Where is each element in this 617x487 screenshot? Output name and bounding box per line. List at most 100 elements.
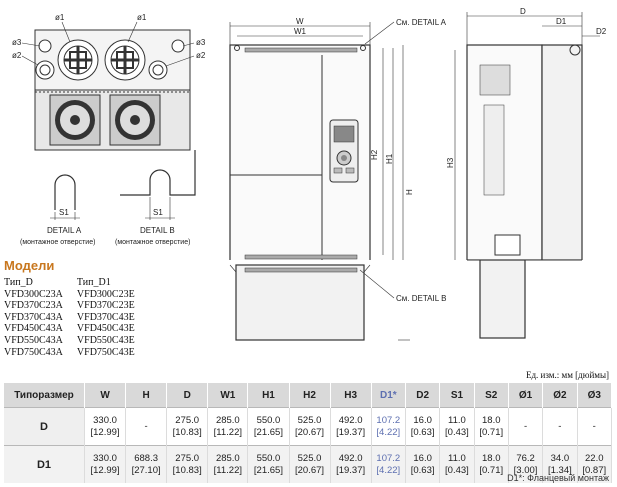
front-view: W W1 H2 H1 H См. DETAIL A (229, 17, 447, 260)
model-item: VFD750C43A (4, 346, 63, 358)
front-h2-label: H2 (370, 149, 379, 160)
table-header-cell: D (166, 383, 209, 408)
models-col-d-header: Тип_D (4, 277, 33, 288)
detail-a-title: DETAIL A (47, 226, 82, 235)
table-header-cell: W (84, 383, 127, 408)
table-cell: - (508, 407, 544, 446)
table-header-cell: W1 (207, 383, 249, 408)
table-row-header: D (4, 407, 85, 446)
phi3-left-label: ø3 (12, 38, 22, 47)
models-columns: Тип_D VFD300C23A VFD370C23A VFD370C43A V… (4, 277, 135, 358)
model-item: VFD450C43E (76, 323, 135, 335)
detail-a-caption: (монтажное отверстие) (20, 239, 95, 246)
model-item: VFD300C23A (4, 288, 63, 300)
table-cell: 688.3[27.10] (125, 445, 168, 483)
front-view-lower: См. DETAIL B (229, 264, 446, 341)
table-cell: 11.0[0.43] (439, 445, 475, 483)
technical-drawing-lower: См. DETAIL B (229, 260, 582, 341)
models-col-d: Тип_D VFD300C23A VFD370C23A VFD370C43A V… (4, 277, 63, 358)
model-item: VFD550C43E (76, 334, 135, 346)
table-cell: 16.0[0.63] (405, 445, 441, 483)
models-col-d1-header: Тип_D1 (76, 277, 111, 288)
table-header-cell: H2 (289, 383, 331, 408)
table-cell: 16.0[0.63] (405, 407, 441, 446)
table-cell: 330.0[12.99] (84, 407, 127, 446)
front-h-label: H (405, 189, 414, 195)
table-header-cell: S1 (439, 383, 475, 408)
front-h1-label: H1 (385, 153, 394, 164)
front-w1-label: W1 (294, 27, 307, 36)
table-cell: 34.0[1.34] (542, 445, 578, 483)
detail-b: S1 DETAIL B (монтажное отверстие) (115, 150, 196, 246)
table-cell: 22.0[0.87] (577, 445, 613, 483)
phi1-left-label: ø1 (55, 13, 65, 22)
table-header-cell: H (125, 383, 168, 408)
table-cell: 525.0[20.67] (289, 407, 331, 446)
table-header-cell: Ø2 (542, 383, 578, 408)
side-d1-label: D1 (556, 17, 567, 26)
phi1-right-label: ø1 (137, 13, 147, 22)
model-item: VFD550C43A (4, 334, 63, 346)
phi2-left-label: ø2 (12, 51, 22, 60)
table-header-cell: Типоразмер (4, 383, 85, 408)
table-row-header: D1 (4, 445, 85, 483)
table-header-cell: Ø1 (508, 383, 544, 408)
model-item: VFD370C43A (4, 311, 63, 323)
model-item: VFD300C23E (76, 288, 135, 300)
table-cell: 525.0[20.67] (289, 445, 331, 483)
detail-a: S1 DETAIL A (монтажное отверстие) (20, 174, 95, 246)
side-view-lower (467, 260, 582, 339)
units-note: Ед. изм.: мм [дюймы] (525, 370, 609, 380)
table-header-cell: D1* (371, 383, 406, 408)
model-item: VFD370C43E (76, 311, 135, 323)
see-detail-b: См. DETAIL B (396, 294, 446, 303)
table-cell: 330.0[12.99] (84, 445, 127, 483)
detail-b-caption: (монтажное отверстие) (115, 239, 190, 246)
front-w-label: W (296, 17, 304, 26)
model-item: VFD370C23A (4, 300, 63, 312)
table-cell: 18.0[0.71] (474, 407, 509, 446)
table-cell: 107.2[4.22] (371, 445, 406, 483)
table-cell: 492.0[19.37] (330, 445, 372, 483)
model-item: VFD370C23E (76, 300, 135, 312)
table-cell: 285.0[11.22] (207, 407, 249, 446)
top-view: ø1 ø1 ø3 ø2 ø3 ø2 (12, 13, 206, 151)
side-d2-label: D2 (596, 27, 607, 36)
table-cell: 285.0[11.22] (207, 445, 249, 483)
table-cell: 550.0[21.65] (247, 407, 290, 446)
footnote: D1*: Фланцевый монтаж (507, 473, 609, 483)
see-detail-a: См. DETAIL A (396, 18, 447, 27)
table-cell: - (577, 407, 613, 446)
table-cell: - (125, 407, 168, 446)
models-block: Модели Тип_D VFD300C23A VFD370C23A VFD37… (4, 258, 135, 358)
table-cell: 275.0[10.83] (166, 407, 209, 446)
models-col-d1: Тип_D1 VFD300C23E VFD370C23E VFD370C43E … (77, 277, 135, 358)
table-cell: 550.0[21.65] (247, 445, 290, 483)
model-item: VFD750C43E (76, 346, 135, 358)
detail-a-s1: S1 (59, 208, 69, 217)
detail-b-s1: S1 (153, 208, 163, 217)
model-item: VFD450C43A (4, 323, 63, 335)
detail-b-title: DETAIL B (140, 226, 175, 235)
models-title: Модели (4, 258, 55, 273)
table-header-cell: S2 (474, 383, 509, 408)
table-cell: - (542, 407, 578, 446)
phi2-right-label: ø2 (196, 51, 206, 60)
table-cell: 107.2[4.22] (371, 407, 406, 446)
technical-drawing: ø1 ø1 ø3 ø2 ø3 ø2 S1 DETAIL A (монтажное… (12, 7, 607, 260)
table-header-cell: H1 (247, 383, 290, 408)
table-header-cell: Ø3 (577, 383, 613, 408)
side-view: D D1 D2 H3 S2 (446, 7, 607, 260)
table-header-cell: D2 (405, 383, 441, 408)
table-cell: 76.2[3.00] (508, 445, 544, 483)
table-cell: 18.0[0.71] (474, 445, 509, 483)
table-cell: 492.0[19.37] (330, 407, 372, 446)
table-header-cell: H3 (330, 383, 372, 408)
side-h3-label: H3 (446, 157, 455, 168)
table-cell: 275.0[10.83] (166, 445, 209, 483)
table-cell: 11.0[0.43] (439, 407, 475, 446)
